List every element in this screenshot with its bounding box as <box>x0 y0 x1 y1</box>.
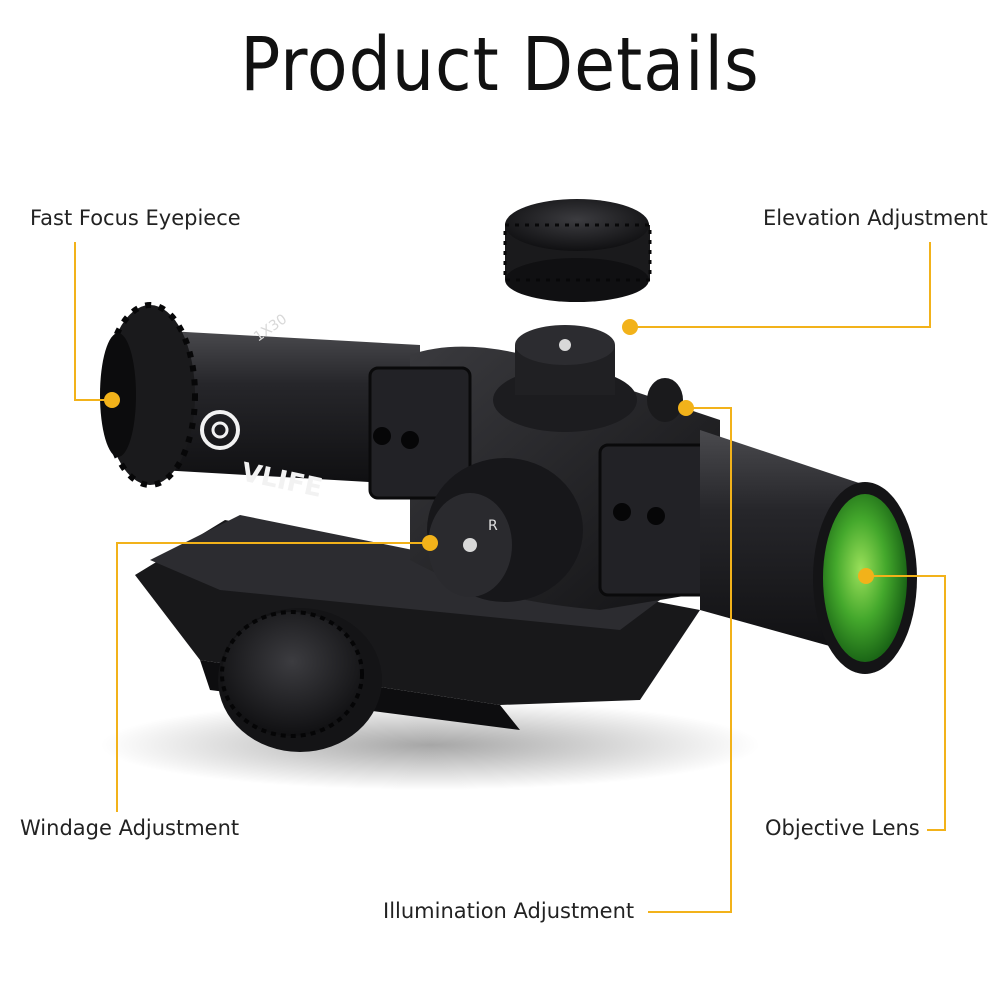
callout-line-eyepiece <box>74 242 112 401</box>
callout-line-illumination <box>648 407 732 913</box>
callout-lines <box>74 242 946 913</box>
windage-turret: R <box>427 458 583 602</box>
callout-dot-elevation <box>622 319 638 335</box>
label-objective-lens: Objective Lens <box>765 816 920 840</box>
label-illumination-adjustment: Illumination Adjustment <box>383 899 635 923</box>
label-windage-adjustment: Windage Adjustment <box>20 816 240 840</box>
callout-dot-illumination <box>678 400 694 416</box>
callout-dots <box>104 319 874 584</box>
mount-knob-icon <box>218 608 382 752</box>
windage-letter: R <box>488 518 498 534</box>
page-title: Product Details <box>240 22 760 108</box>
elevation-turret <box>493 325 637 432</box>
callout-dot-eyepiece <box>104 392 120 408</box>
objective-tube <box>700 430 917 674</box>
callout-dot-objective <box>858 568 874 584</box>
callout-line-objective <box>866 575 946 831</box>
label-fast-focus-eyepiece: Fast Focus Eyepiece <box>30 206 241 230</box>
callout-line-windage <box>116 542 430 812</box>
label-elevation-adjustment: Elevation Adjustment <box>763 206 988 230</box>
callout-line-elevation <box>630 242 931 328</box>
callout-dot-windage <box>422 535 438 551</box>
illumination-knob <box>647 378 683 422</box>
elevation-cap-icon <box>503 199 652 302</box>
